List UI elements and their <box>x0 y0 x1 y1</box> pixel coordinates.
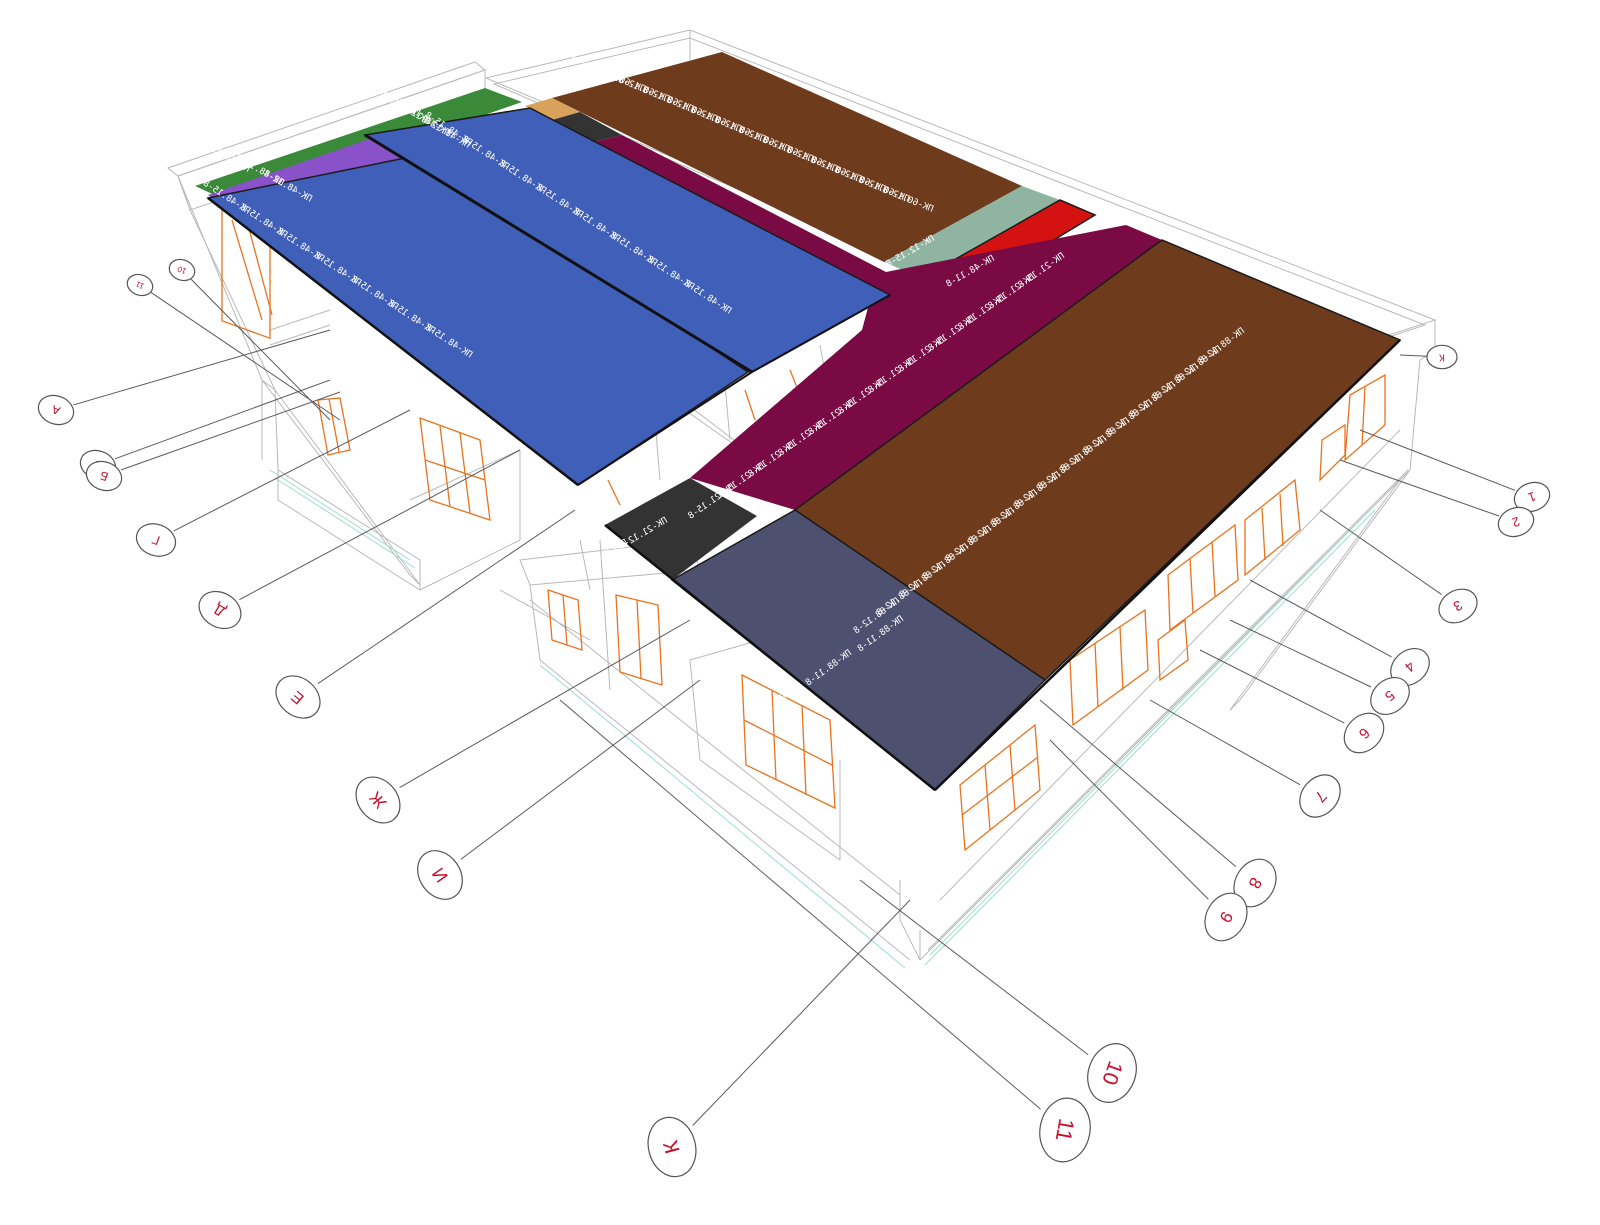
leader-line <box>1339 459 1500 517</box>
marker-bubble <box>1497 506 1535 538</box>
window-lower-2 <box>615 594 663 686</box>
marker-bubble <box>417 850 463 900</box>
axis-marker-8: 8 <box>1039 699 1277 908</box>
leader-line <box>1049 739 1209 900</box>
marker-bubble <box>37 394 75 426</box>
window-left-mid <box>317 397 351 456</box>
marker-bubble <box>85 460 123 492</box>
marker-label: К <box>1439 352 1445 363</box>
axis-marker-4: 4 <box>1249 579 1430 687</box>
marker-bubble <box>168 258 196 282</box>
marker-bubble <box>1204 892 1248 942</box>
leader-line <box>399 619 691 788</box>
window-right-2 <box>1319 423 1346 482</box>
marker-bubble <box>1039 1097 1091 1163</box>
window-lower-3 <box>741 673 836 810</box>
window-right-1 <box>1344 373 1386 462</box>
marker-label: 11 <box>134 279 145 290</box>
panel-zone-tan <box>525 98 580 120</box>
marker-bubble <box>1343 712 1385 754</box>
marker-bubble <box>275 675 321 719</box>
marker-bubble <box>1087 1043 1137 1103</box>
marker-bubble <box>198 590 242 630</box>
axis-markers: АВБГДЕЖИКК12345678910111011 <box>37 258 1551 1178</box>
leader-line <box>692 899 911 1126</box>
axis-marker-Б: Б <box>85 391 341 492</box>
leader-line <box>73 329 331 406</box>
axis-marker-Ж: Ж <box>355 619 691 824</box>
marker-label: 2 <box>1510 514 1522 531</box>
leader-line <box>114 379 331 460</box>
axis-marker-К: К <box>1399 344 1458 370</box>
panel-zone-maroon <box>594 135 1162 510</box>
marker-bubble <box>1438 588 1478 624</box>
marker-label: 1 <box>1526 489 1538 506</box>
panel-zone-brown-top <box>552 52 1022 262</box>
leader-line <box>559 699 1041 1110</box>
axis-marker-5: 5 <box>1229 619 1410 716</box>
axis-marker-Е: Е <box>275 509 576 719</box>
marker-label: 10 <box>176 264 188 276</box>
axis-marker-2: 2 <box>1339 459 1535 538</box>
axis-marker-11: 11 <box>559 699 1091 1163</box>
roof-panels <box>195 52 1402 792</box>
axis-marker-10: 10 <box>168 258 331 421</box>
leader-line <box>1399 354 1428 357</box>
marker-label: Г <box>150 532 162 549</box>
leader-line <box>239 449 521 601</box>
leader-line <box>1149 699 1301 786</box>
window-right-6 <box>1069 608 1149 727</box>
window-right-3 <box>1244 478 1301 577</box>
marker-bubble <box>1370 676 1410 716</box>
marker-bubble <box>647 1116 697 1178</box>
axis-marker-Г: Г <box>135 409 411 557</box>
leader-line <box>190 278 331 421</box>
windows <box>221 207 1386 852</box>
panel-label-green: ПК-48.15-8 <box>370 83 422 119</box>
leader-line <box>859 879 1089 1056</box>
window-left-bottom <box>419 417 491 521</box>
leader-line <box>173 409 411 532</box>
axis-marker-10: 10 <box>859 879 1137 1103</box>
leader-line <box>317 509 576 684</box>
leader-line <box>1199 649 1345 724</box>
window-lower-1 <box>547 589 583 651</box>
leader-line <box>460 679 701 860</box>
axis-marker-К: К <box>647 899 911 1178</box>
window-right-5 <box>1157 618 1189 682</box>
axis-marker-1: 1 <box>1359 429 1551 513</box>
leader-line <box>1249 579 1392 658</box>
axis-marker-Д: Д <box>198 449 521 630</box>
panel-zone-sage <box>884 186 1060 278</box>
marker-bubble <box>1426 344 1458 370</box>
axis-marker-6: 6 <box>1199 649 1385 754</box>
marker-bubble <box>355 776 401 824</box>
marker-bubble <box>1513 481 1551 513</box>
marker-label: 11 <box>1051 1117 1080 1144</box>
axis-marker-3: 3 <box>1319 509 1478 624</box>
leader-line <box>150 291 341 421</box>
axis-marker-А: А <box>37 329 331 426</box>
leader-line <box>1319 509 1442 595</box>
leader-line <box>120 391 341 471</box>
leader-line <box>1039 699 1237 868</box>
leader-line <box>1229 619 1372 688</box>
axis-marker-7: 7 <box>1149 699 1341 818</box>
panel-zone-dark-strip <box>552 112 622 142</box>
axis-marker-И: И <box>417 679 701 900</box>
leader-line <box>1359 429 1516 491</box>
marker-bubble <box>135 523 177 557</box>
axis-marker-9: 9 <box>1049 739 1248 942</box>
marker-bubble <box>126 273 154 297</box>
axis-marker-11: 11 <box>126 273 341 421</box>
marker-bubble <box>1299 774 1341 818</box>
window-right-4 <box>1167 523 1239 632</box>
